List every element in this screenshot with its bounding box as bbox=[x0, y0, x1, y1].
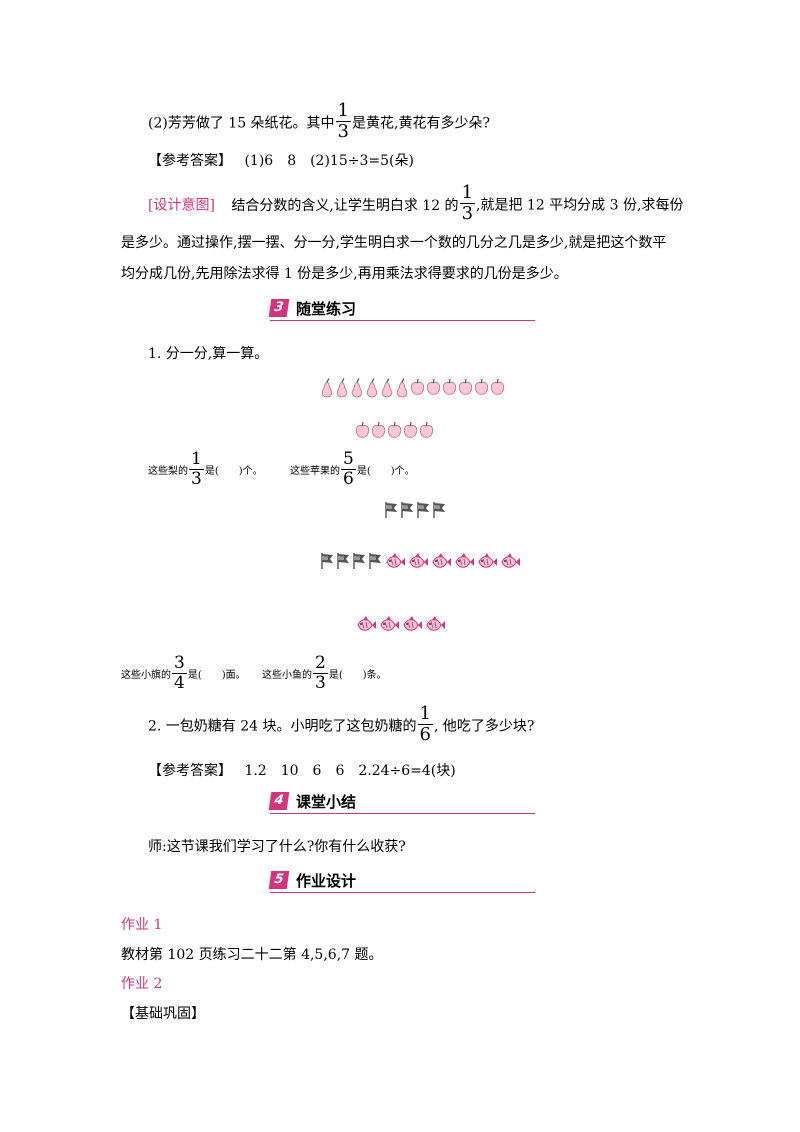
apple-icon bbox=[387, 421, 402, 438]
pear-icon bbox=[321, 378, 333, 398]
pear-icon bbox=[396, 378, 408, 398]
pear-icon bbox=[366, 378, 378, 398]
fruit-row-1 bbox=[320, 378, 505, 398]
flag-fish-row bbox=[320, 552, 521, 572]
pear-icon bbox=[336, 378, 348, 398]
apple-icon bbox=[403, 421, 418, 438]
section-header-5: 5 作业设计 bbox=[268, 870, 535, 893]
homework-1-label: 作业 1 bbox=[121, 917, 163, 933]
fish-icon bbox=[409, 553, 428, 568]
answer-label: 【参考答案】 bbox=[148, 763, 232, 779]
apple-icon bbox=[442, 378, 457, 395]
fish-icon bbox=[426, 616, 445, 631]
flag-icon bbox=[401, 502, 413, 518]
flag-icon bbox=[385, 502, 397, 518]
apple-icon bbox=[371, 421, 386, 438]
section-header-4: 4 课堂小结 bbox=[268, 791, 535, 814]
flag-icon bbox=[353, 553, 365, 569]
section-number: 4 bbox=[268, 792, 290, 810]
section-header-3: 3 随堂练习 bbox=[268, 298, 535, 321]
apple-icon bbox=[419, 421, 434, 438]
flag-icon bbox=[417, 502, 429, 518]
exercise-1-title: 1. 分一分,算一算。 bbox=[148, 346, 269, 362]
apple-icon bbox=[490, 378, 505, 395]
answer-text: 1.2 10 6 6 2.24÷6=4(块) bbox=[244, 763, 456, 779]
flag-icon bbox=[321, 553, 333, 569]
section-number: 3 bbox=[268, 299, 290, 317]
section-number: 5 bbox=[268, 871, 290, 889]
apple-icon bbox=[355, 421, 370, 438]
summary-text: 师:这节课我们学习了什么?你有什么收获? bbox=[148, 839, 406, 855]
apple-icon bbox=[474, 378, 489, 395]
flag-icon bbox=[337, 553, 349, 569]
fish-icon bbox=[403, 616, 422, 631]
apple-icon bbox=[410, 378, 425, 395]
fish-icon bbox=[357, 616, 376, 631]
fish-icon bbox=[455, 553, 474, 568]
section-title: 作业设计 bbox=[296, 872, 357, 890]
apple-icon bbox=[426, 378, 441, 395]
fish-icon bbox=[478, 553, 497, 568]
flag-icon bbox=[433, 502, 445, 518]
design-intent-label: [设计意图] bbox=[148, 197, 215, 214]
section-title: 随堂练习 bbox=[296, 300, 357, 318]
pear-icon bbox=[351, 378, 363, 398]
reference-answer-2: 【参考答案】 1.2 10 6 6 2.24÷6=4(块) bbox=[148, 760, 456, 780]
fish-icon bbox=[386, 553, 405, 568]
homework-2-label: 作业 2 bbox=[121, 976, 163, 992]
reference-answer-1: 【参考答案】 (1)6 8 (2)15÷3=5(朵) bbox=[148, 150, 414, 170]
fish-icon bbox=[432, 553, 451, 568]
flag-row-1 bbox=[384, 501, 447, 519]
answer-text: (1)6 8 (2)15÷3=5(朵) bbox=[244, 153, 414, 169]
flag-icon bbox=[369, 553, 381, 569]
apple-icon bbox=[458, 378, 473, 395]
basic-consolidation-label: 【基础巩固】 bbox=[121, 1006, 205, 1022]
design-intent-line-2: 是多少。通过操作,摆一摆、分一分,学生明白求一个数的几分之几是多少,就是把这个数… bbox=[121, 235, 667, 251]
design-intent-line-3: 均分成几份,先用除法求得 1 份是多少,再用乘法求得要求的几份是多少。 bbox=[121, 266, 568, 282]
homework-1-text: 教材第 102 页练习二十二第 4,5,6,7 题。 bbox=[121, 947, 383, 963]
fish-icon bbox=[380, 616, 399, 631]
answer-label: 【参考答案】 bbox=[148, 153, 232, 169]
section-title: 课堂小结 bbox=[296, 793, 357, 811]
pear-icon bbox=[381, 378, 393, 398]
fish-row bbox=[355, 615, 446, 635]
fruit-row-2 bbox=[355, 421, 434, 439]
fish-icon bbox=[501, 553, 520, 568]
